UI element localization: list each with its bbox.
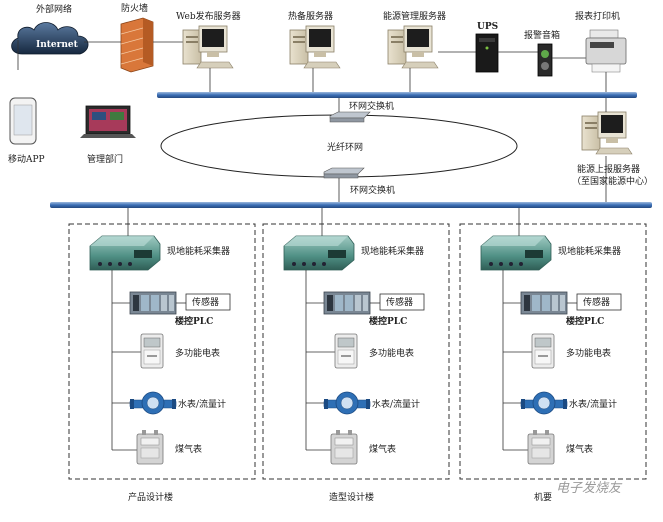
sensor-box xyxy=(576,293,622,311)
plc-icon xyxy=(129,291,177,315)
gas-meter-label: 煤气表 xyxy=(369,443,396,455)
gas-meter-label: 煤气表 xyxy=(566,443,593,455)
mgmt-dept-label: 管理部门 xyxy=(87,153,123,165)
web-server-label: Web发布服务器 xyxy=(176,10,241,22)
sensor-label: 传感器 xyxy=(192,296,219,308)
energy-mgmt-server-label: 能源管理服务器 xyxy=(383,10,446,22)
printer-icon xyxy=(585,29,627,73)
sensor-label: 传感器 xyxy=(386,296,413,308)
fiber-ring-label: 光纤环网 xyxy=(327,141,363,153)
building-name-1: 产品设计楼 xyxy=(128,491,173,503)
ups-icon xyxy=(475,33,499,73)
internet-cloud-icon: Internet xyxy=(11,22,89,55)
ups-label: UPS xyxy=(477,22,498,32)
water-meter-label: 水表/流量计 xyxy=(372,398,420,410)
bottom-switch-icon xyxy=(323,167,365,179)
gas-meter-icon xyxy=(527,429,555,465)
power-meter-label: 多功能电表 xyxy=(369,347,414,359)
sensor-label: 传感器 xyxy=(583,296,610,308)
building-block-3: 现地能耗采集器 传感器 楼控PLC 多功能电表 水表/流量计 煤气表 xyxy=(459,208,647,480)
collector-icon xyxy=(480,235,552,271)
alarm-speaker-icon xyxy=(537,43,553,77)
upload-server-label-line2: （至国家能源中心） xyxy=(572,175,653,187)
upload-server-icon xyxy=(581,111,633,155)
building-block-2: 现地能耗采集器 传感器 楼控PLC 多功能电表 水表/流量计 煤气表 xyxy=(262,208,450,480)
top-switch-icon xyxy=(329,111,371,123)
backup-server-icon xyxy=(289,25,341,69)
collector-icon xyxy=(89,235,161,271)
firewall-icon xyxy=(120,17,154,73)
watermark-text: 电子发烧友 xyxy=(556,481,623,496)
energy-mgmt-server-icon xyxy=(387,25,439,69)
water-meter-icon xyxy=(129,391,177,415)
gas-meter-icon xyxy=(330,429,358,465)
collector-label: 现地能耗采集器 xyxy=(361,245,424,257)
printer-label: 报表打印机 xyxy=(575,10,620,22)
mobile-app-icon xyxy=(9,97,37,145)
sensor-box xyxy=(185,293,231,311)
alarm-label: 报警音箱 xyxy=(524,29,560,41)
firewall-label: 防火墙 xyxy=(121,2,148,14)
gas-meter-icon xyxy=(136,429,164,465)
water-meter-icon xyxy=(323,391,371,415)
plc-icon xyxy=(520,291,568,315)
building-name-3: 机要 xyxy=(534,491,552,503)
backup-server-label: 热备服务器 xyxy=(288,10,333,22)
power-meter-icon xyxy=(334,333,358,369)
power-meter-icon xyxy=(140,333,164,369)
bottom-switch-label: 环网交换机 xyxy=(350,184,395,196)
building-name-2: 造型设计楼 xyxy=(329,491,374,503)
collector-label: 现地能耗采集器 xyxy=(167,245,230,257)
internet-label: 外部网络 xyxy=(36,3,72,15)
plc-label: 楼控PLC xyxy=(566,315,604,327)
collector-label: 现地能耗采集器 xyxy=(558,245,621,257)
collector-icon xyxy=(283,235,355,271)
upload-server-label-line1: 能源上报服务器 xyxy=(577,163,640,175)
top-switch-label: 环网交换机 xyxy=(349,100,394,112)
power-meter-icon xyxy=(531,333,555,369)
top-bus xyxy=(157,92,637,98)
web-server-icon xyxy=(182,25,234,69)
building-block-1: 现地能耗采集器 传感器 楼控PLC 多功能电表 水表/流量计 煤气表 xyxy=(68,208,256,480)
internet-cloud-text: Internet xyxy=(36,40,79,50)
mobile-app-label: 移动APP xyxy=(8,153,45,165)
power-meter-label: 多功能电表 xyxy=(566,347,611,359)
power-meter-label: 多功能电表 xyxy=(175,347,220,359)
water-meter-icon xyxy=(520,391,568,415)
plc-label: 楼控PLC xyxy=(369,315,407,327)
water-meter-label: 水表/流量计 xyxy=(569,398,617,410)
plc-label: 楼控PLC xyxy=(175,315,213,327)
plc-icon xyxy=(323,291,371,315)
gas-meter-label: 煤气表 xyxy=(175,443,202,455)
laptop-icon xyxy=(80,105,136,138)
water-meter-label: 水表/流量计 xyxy=(178,398,226,410)
sensor-box xyxy=(379,293,425,311)
bottom-bus xyxy=(50,202,652,208)
